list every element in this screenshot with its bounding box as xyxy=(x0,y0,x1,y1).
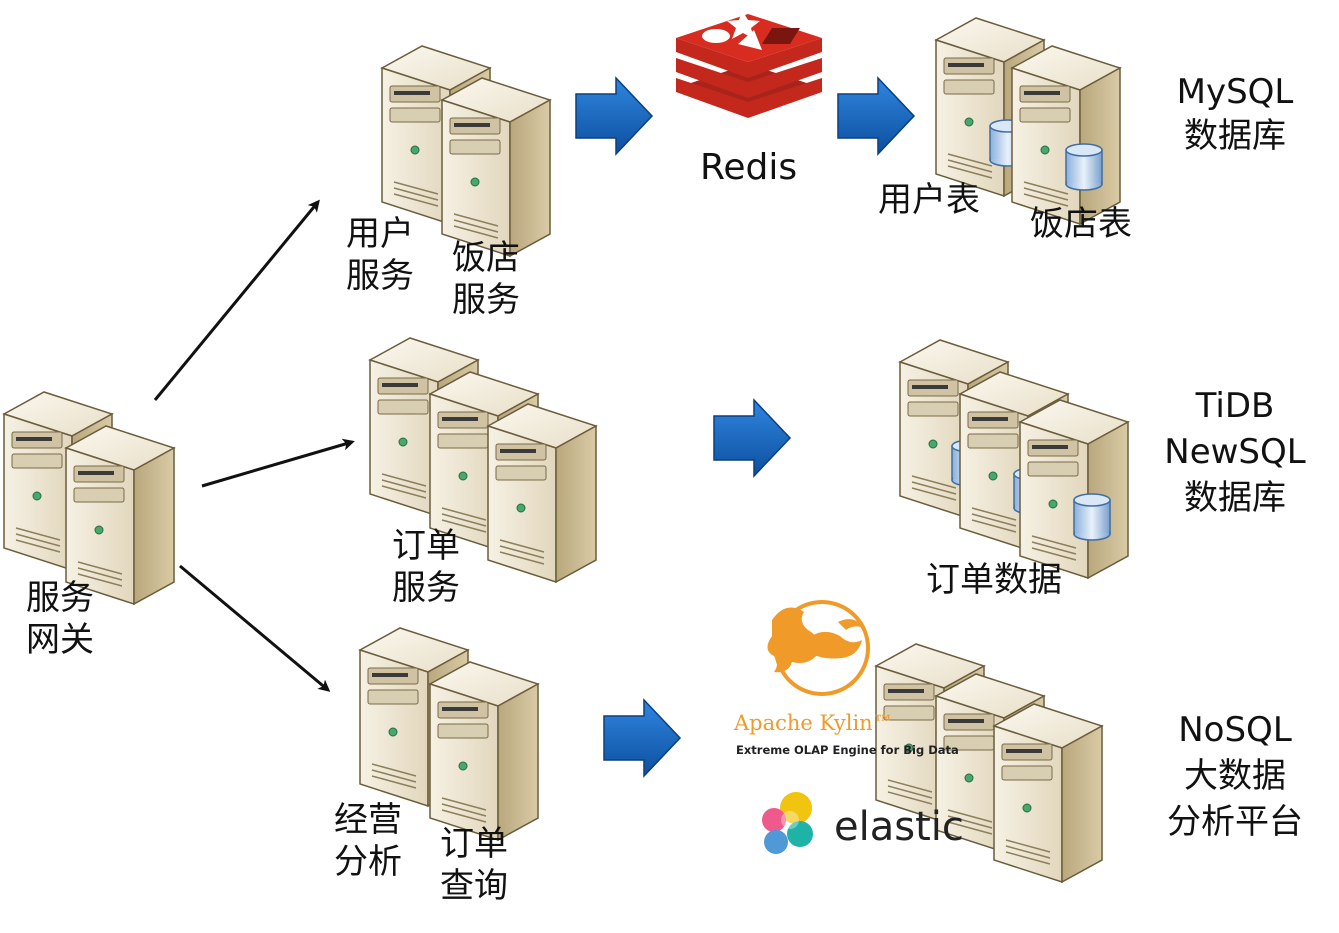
arrow-to-analysis-services xyxy=(179,564,331,692)
redis-logo xyxy=(676,10,822,118)
tidb-label-line3: 数据库 xyxy=(1184,478,1286,518)
order-service-label-line2: 服务 xyxy=(392,568,460,608)
elastic-wordmark: elastic xyxy=(834,804,964,850)
kylin-name: Apache Kylin™ xyxy=(733,711,894,735)
biz-analysis-label-line1: 经营 xyxy=(334,800,402,840)
biz-analysis-label-line2: 分析 xyxy=(334,842,402,882)
gateway-label-line2: 网关 xyxy=(26,620,94,660)
user-service-label-line2: 服务 xyxy=(346,256,414,296)
gateway-label-line1: 服务 xyxy=(26,578,94,618)
order-query-label-line1: 订单 xyxy=(440,824,508,864)
elastic-logo: elastic xyxy=(762,792,964,854)
nosql-label-line2: 大数据 xyxy=(1184,756,1286,796)
restaurant-service-label-line2: 服务 xyxy=(452,280,520,320)
kylin-tagline: Extreme OLAP Engine for Big Data xyxy=(736,743,959,757)
nosql-label-line3: 分析平台 xyxy=(1167,802,1303,842)
order-data-label: 订单数据 xyxy=(926,560,1062,600)
kylin-logo: Apache Kylin™ Extreme OLAP Engine for Bi… xyxy=(733,600,959,757)
arrow-to-user-services xyxy=(153,199,320,401)
order-query-label-line2: 查询 xyxy=(440,866,508,906)
user-table-label: 用户表 xyxy=(878,180,980,220)
restaurant-table-label: 饭店表 xyxy=(1030,204,1132,244)
order-service-label-line1: 订单 xyxy=(392,526,460,566)
nosql-label-line1: NoSQL xyxy=(1178,710,1292,750)
blue-arrow-to-mysql xyxy=(837,77,915,155)
blue-arrow-to-tidb xyxy=(713,399,791,477)
blue-arrow-to-redis xyxy=(575,77,653,155)
restaurant-service-label-line1: 饭店 xyxy=(452,238,520,278)
redis-label: Redis xyxy=(700,147,798,188)
tidb-label-line1: TiDB xyxy=(1195,386,1275,426)
tidb-label-line2: NewSQL xyxy=(1164,432,1306,472)
gateway-arrows xyxy=(153,199,355,692)
mysql-label-line2: 数据库 xyxy=(1184,116,1286,156)
gateway-servers xyxy=(3,391,175,605)
tidb-servers xyxy=(899,339,1129,579)
arrow-to-order-service xyxy=(201,438,355,488)
user-service-label-line1: 用户 xyxy=(346,214,414,254)
mysql-label-line1: MySQL xyxy=(1176,72,1294,112)
blue-arrow-to-nosql xyxy=(603,699,681,777)
